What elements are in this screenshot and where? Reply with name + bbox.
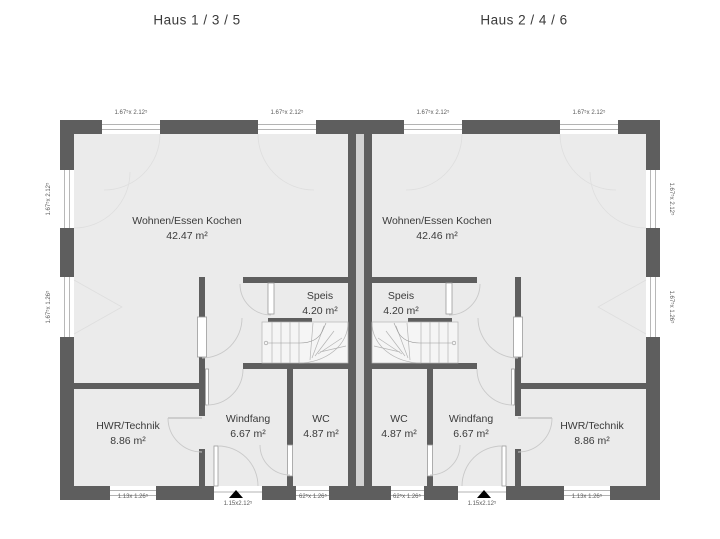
wall-right-wc-west-lower — [427, 476, 433, 486]
dim-window-utility: 1.13x 1.26⁵ — [117, 494, 149, 500]
room-area: 4.87 m² — [303, 428, 339, 440]
wall-left-speis-north — [243, 277, 348, 283]
room-label-speis-left: Speis 4.20 m² — [302, 289, 338, 319]
house-right-title: Haus 2 / 4 / 6 — [480, 12, 568, 28]
room-area: 42.46 m² — [416, 230, 458, 242]
dim-window-wc: 62⁵x 1.26⁵ — [393, 494, 421, 500]
window-side-left-lower — [60, 277, 74, 337]
room-label-living-right: Wohnen/Essen Kochen 42.46 m² — [382, 214, 492, 244]
room-area: 8.86 m² — [574, 435, 610, 447]
room-label-windfang-right: Windfang 6.67 m² — [449, 412, 493, 442]
dim-window-top: 1.67⁵x 2.12⁵ — [270, 110, 304, 116]
room-label-living-left: Wohnen/Essen Kochen 42.47 m² — [132, 214, 242, 244]
window-side-right-upper — [646, 170, 660, 228]
room-name: Windfang — [448, 413, 494, 425]
room-name: Wohnen/Essen Kochen — [382, 215, 492, 227]
room-area: 42.47 m² — [166, 230, 208, 242]
dim-entry-door: 1.15x2.12⁵ — [467, 501, 497, 507]
entry-door-right — [458, 486, 506, 500]
window-top-left-2 — [258, 120, 316, 134]
dim-window-side-upper: 1.67⁵x 2.12⁵ — [46, 182, 52, 216]
room-name: WC — [312, 413, 330, 425]
window-top-right-2 — [560, 120, 618, 134]
wall-left-hall-upper — [199, 277, 205, 317]
room-area: 6.67 m² — [230, 428, 266, 440]
wall-right-hall-mid — [515, 357, 521, 416]
room-name: Speis — [387, 290, 415, 302]
dim-window-top: 1.67⁵x 2.12⁵ — [114, 110, 148, 116]
room-label-wc-left: WC 4.87 m² — [303, 412, 339, 442]
room-name: Wohnen/Essen Kochen — [132, 215, 242, 227]
room-name: Speis — [306, 290, 334, 302]
dim-window-top: 1.67⁵x 2.12⁵ — [572, 110, 606, 116]
room-label-windfang-left: Windfang 6.67 m² — [226, 412, 270, 442]
wall-left-hall-mid — [199, 357, 205, 416]
room-area: 4.20 m² — [383, 305, 419, 317]
window-side-right-lower — [646, 277, 660, 337]
room-name: HWR/Technik — [96, 420, 160, 432]
dim-window-top: 1.67⁵x 2.12⁵ — [416, 110, 450, 116]
wall-party-left — [348, 134, 356, 486]
room-name: WC — [390, 413, 408, 425]
house-left-title: Haus 1 / 3 / 5 — [153, 12, 241, 28]
wall-left-hwr-north — [74, 383, 199, 389]
window-top-left-1 — [102, 120, 160, 134]
wall-right-hall-lower — [515, 449, 521, 486]
room-area: 6.67 m² — [453, 428, 489, 440]
wall-right-wc-west-upper — [427, 369, 433, 445]
room-label-wc-right: WC 4.87 m² — [381, 412, 417, 442]
dim-window-side-upper: 1.67⁵x 2.12⁵ — [668, 182, 674, 216]
wall-party-gap — [356, 134, 364, 486]
room-name: HWR/Technik — [560, 420, 624, 432]
wall-left-wc-west-lower — [287, 476, 293, 486]
dim-entry-door: 1.15x2.12⁵ — [223, 501, 253, 507]
room-area: 4.20 m² — [302, 305, 338, 317]
room-label-hwr-left: HWR/Technik 8.86 m² — [96, 419, 160, 449]
wall-right-speis-north — [372, 277, 477, 283]
room-area: 4.87 m² — [381, 428, 417, 440]
window-side-left-upper — [60, 170, 74, 228]
dim-window-wc: 62⁵x 1.26⁵ — [299, 494, 327, 500]
dim-window-side-lower: 1.67⁵x 1.26⁵ — [668, 290, 674, 324]
wall-right-hwr-north — [521, 383, 646, 389]
wall-right-hall-upper — [515, 277, 521, 317]
wall-left-windfang-north — [243, 363, 348, 369]
dim-window-side-lower: 1.67⁵x 1.26⁵ — [46, 290, 52, 324]
wall-left-hall-lower — [199, 449, 205, 486]
wall-party-right — [364, 134, 372, 486]
window-top-right-1 — [404, 120, 462, 134]
room-name: Windfang — [225, 413, 271, 425]
dim-window-utility: 1.13x 1.26⁵ — [571, 494, 603, 500]
entry-door-left — [214, 486, 262, 500]
wall-left-wc-west-upper — [287, 369, 293, 445]
room-label-hwr-right: HWR/Technik 8.86 m² — [560, 419, 624, 449]
room-label-speis-right: Speis 4.20 m² — [383, 289, 419, 319]
wall-right-windfang-north — [372, 363, 477, 369]
room-area: 8.86 m² — [110, 435, 146, 447]
